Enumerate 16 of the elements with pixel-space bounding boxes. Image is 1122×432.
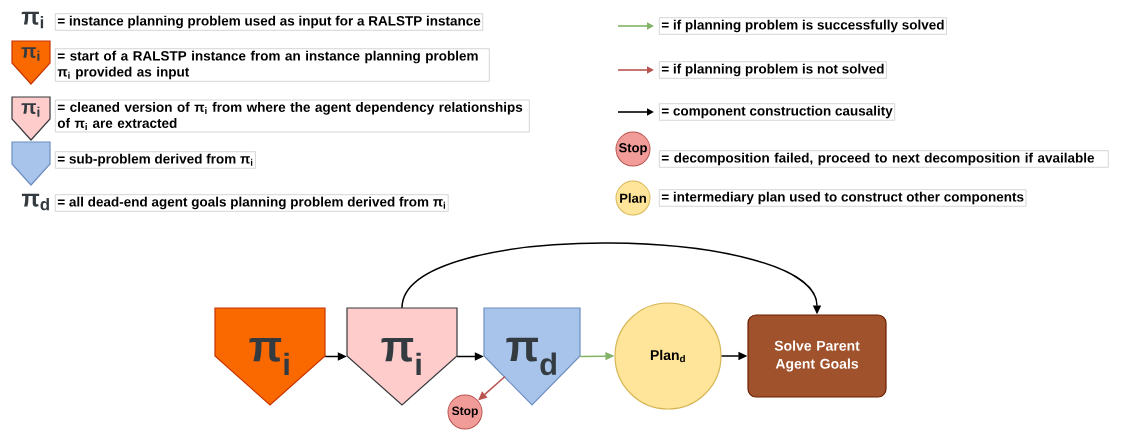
legend-text: = cleaned version of π$_{i}$ from where the agent dependency relationships of π$_{i}$ are extracted: [55, 99, 530, 133]
legend-text: = all dead-end agent goals planning problem derived from π$_{i}$: [55, 194, 449, 212]
legend-text: = if planning problem is successfully solved: [659, 17, 947, 35]
goal-box: Solve Parent Agent Goals: [747, 314, 887, 398]
legend-text: = component construction causality: [659, 103, 896, 121]
pentagon-node: π$_{i}$: [346, 307, 458, 406]
legend-text: = if planning problem is not solved: [659, 61, 887, 79]
legend-text: = instance planning problem used as input for a RALSTP instance: [55, 13, 484, 31]
legend-symbol: π$_{i}$: [21, 11, 44, 29]
legend-text: = intermediary plan used to construct other components: [659, 189, 1027, 207]
legend-text: = decomposition failed, proceed to next decomposition if available: [659, 150, 1109, 168]
pentagon-node: π$_{d}$: [483, 307, 581, 406]
legend-symbol: π$_{d}$: [21, 193, 49, 211]
legend-text: = sub-problem derived from π$_{i}$: [55, 151, 256, 169]
legend-text: = start of a RALSTP instance from an instance planning problem π$_{i}$ provided as input: [55, 48, 490, 82]
pentagon-node: π$_{i}$: [214, 307, 326, 406]
